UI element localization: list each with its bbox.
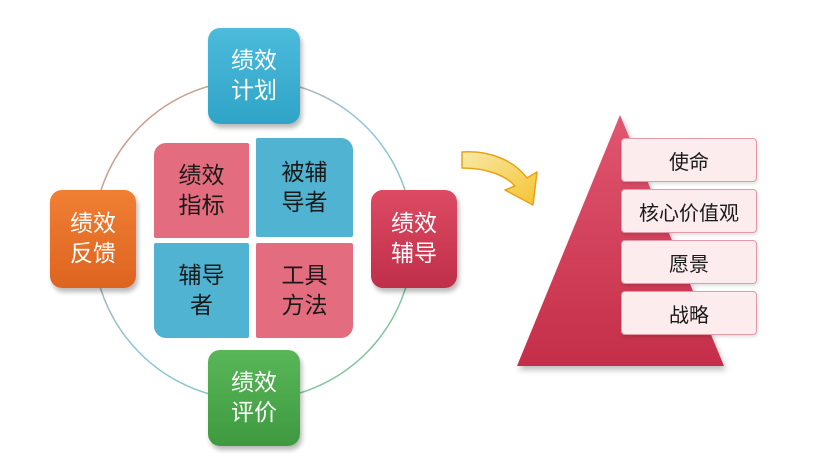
curved-arrow-icon (461, 151, 538, 206)
node-evaluate: 绩效 评价 (208, 350, 300, 446)
quad-tools: 工具 方法 (256, 243, 353, 338)
node-feedback: 绩效 反馈 (50, 190, 136, 288)
tier-core-values: 核心价值观 (621, 189, 757, 233)
quad-coachee: 被辅 导者 (256, 138, 353, 237)
tier-strategy: 战略 (621, 291, 757, 335)
quad-coach: 辅导 者 (154, 243, 249, 338)
tier-vision: 愿景 (621, 240, 757, 284)
node-coach: 绩效 辅导 (371, 190, 457, 288)
quad-indicators: 绩效 指标 (154, 143, 249, 238)
tier-mission: 使命 (621, 138, 757, 182)
node-plan: 绩效 计划 (208, 28, 300, 124)
